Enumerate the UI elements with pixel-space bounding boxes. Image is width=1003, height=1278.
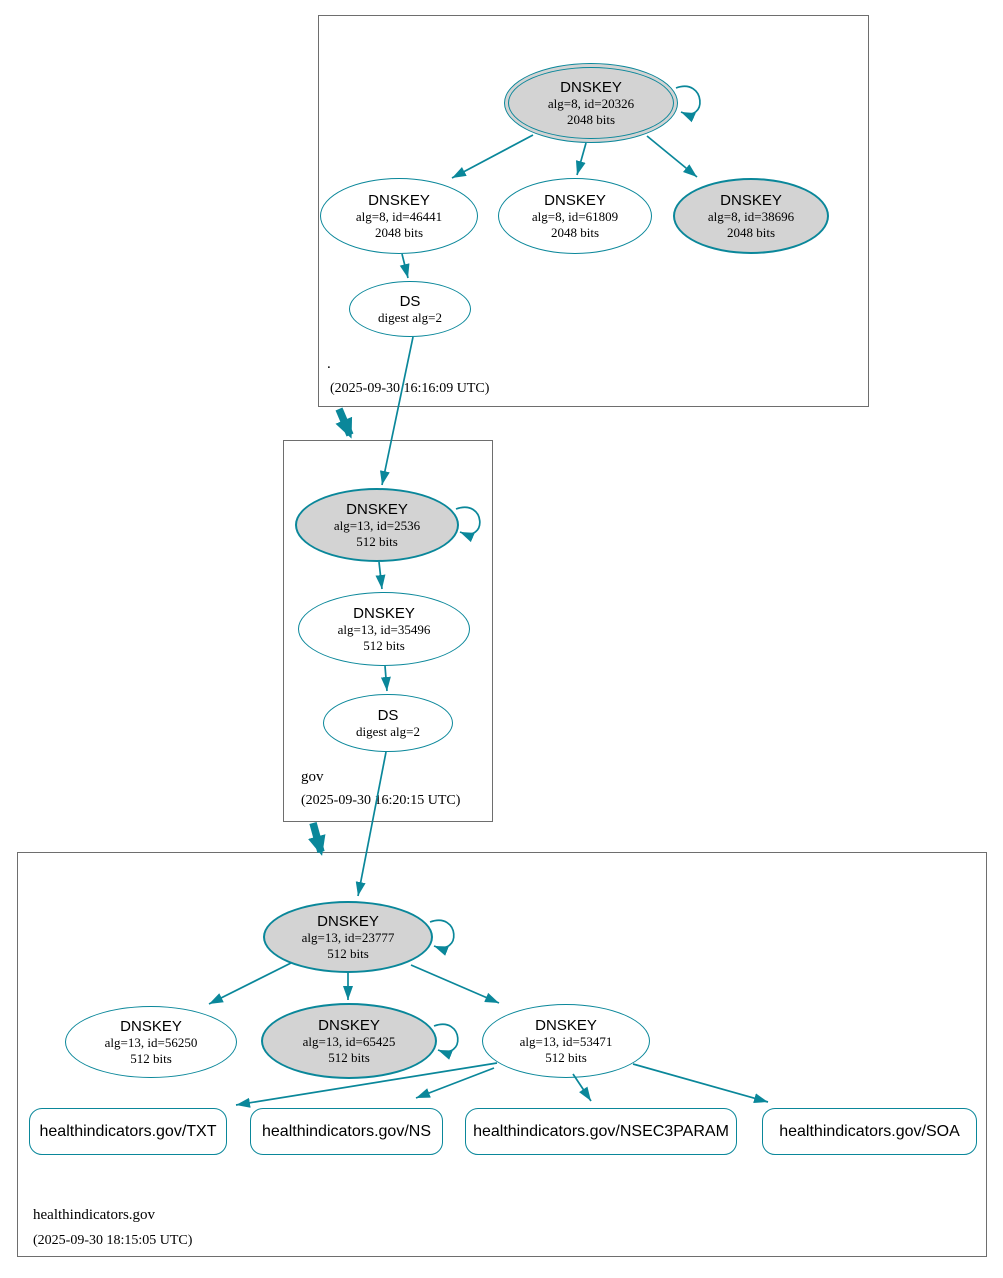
node-detail: alg=8, id=20326	[547, 95, 635, 111]
node-detail: alg=13, id=53471	[519, 1033, 613, 1049]
node-title: DNSKEY	[120, 1017, 182, 1035]
ds-node-gov: DS digest alg=2	[323, 694, 453, 752]
rrset-node-nsec3param: healthindicators.gov/NSEC3PARAM	[465, 1108, 737, 1155]
node-title: DNSKEY	[720, 191, 782, 209]
node-detail: alg=13, id=35496	[337, 621, 431, 637]
dnskey-node-root-38696: DNSKEY alg=8, id=38696 2048 bits	[673, 178, 829, 254]
dnskey-node-root-61809: DNSKEY alg=8, id=61809 2048 bits	[498, 178, 652, 254]
node-detail: 512 bits	[356, 533, 398, 549]
node-detail: 512 bits	[328, 1049, 370, 1065]
node-title: DNSKEY	[560, 78, 622, 96]
node-detail: 2048 bits	[726, 224, 776, 240]
dnskey-node-root-ksk-20326: DNSKEY alg=8, id=20326 2048 bits	[504, 63, 678, 143]
zone-box-root	[318, 15, 869, 407]
zone-timestamp-root: (2025-09-30 16:16:09 UTC)	[330, 381, 490, 396]
zone-timestamp-healthindicators: (2025-09-30 18:15:05 UTC)	[33, 1233, 193, 1248]
zone-delegation-arrow-root-gov	[335, 407, 354, 439]
dnskey-node-hi-53471: DNSKEY alg=13, id=53471 512 bits	[482, 1004, 650, 1078]
dnskey-node-gov-35496: DNSKEY alg=13, id=35496 512 bits	[298, 592, 470, 666]
node-detail: alg=8, id=61809	[531, 208, 619, 224]
node-detail: digest alg=2	[377, 309, 443, 325]
dnskey-node-hi-65425: DNSKEY alg=13, id=65425 512 bits	[261, 1003, 437, 1079]
zone-timestamp-gov: (2025-09-30 16:20:15 UTC)	[301, 793, 461, 808]
node-detail: alg=8, id=46441	[355, 208, 443, 224]
node-title: DNSKEY	[535, 1016, 597, 1034]
zone-label-gov: gov	[301, 769, 324, 785]
rrset-node-ns: healthindicators.gov/NS	[250, 1108, 443, 1155]
node-detail: alg=13, id=2536	[333, 517, 421, 533]
zone-label-healthindicators: healthindicators.gov	[33, 1207, 156, 1223]
node-detail: 2048 bits	[374, 224, 424, 240]
node-detail: alg=8, id=38696	[707, 208, 795, 224]
zone-delegation-arrow-gov-hi	[308, 822, 326, 856]
node-detail: alg=13, id=65425	[302, 1033, 396, 1049]
dnskey-node-hi-ksk-23777: DNSKEY alg=13, id=23777 512 bits	[263, 901, 433, 973]
node-title: DNSKEY	[318, 1016, 380, 1034]
node-title: DNSKEY	[317, 912, 379, 930]
zone-box-healthindicators	[17, 852, 987, 1257]
node-title: DNSKEY	[544, 191, 606, 209]
node-title: DNSKEY	[353, 604, 415, 622]
node-detail: 512 bits	[363, 637, 405, 653]
dnskey-node-hi-56250: DNSKEY alg=13, id=56250 512 bits	[65, 1006, 237, 1078]
node-detail: 2048 bits	[550, 224, 600, 240]
dnskey-node-root-46441: DNSKEY alg=8, id=46441 2048 bits	[320, 178, 478, 254]
node-detail: 512 bits	[130, 1050, 172, 1066]
node-detail: 512 bits	[545, 1049, 587, 1065]
dnskey-node-gov-ksk-2536: DNSKEY alg=13, id=2536 512 bits	[295, 488, 459, 562]
ds-node-root: DS digest alg=2	[349, 281, 471, 337]
node-detail: alg=13, id=23777	[301, 929, 395, 945]
node-title: DS	[399, 292, 421, 310]
node-title: DS	[377, 706, 399, 724]
rrset-node-txt: healthindicators.gov/TXT	[29, 1108, 227, 1155]
node-detail: alg=13, id=56250	[104, 1034, 198, 1050]
node-title: DNSKEY	[368, 191, 430, 209]
zone-label-root: .	[327, 356, 331, 372]
node-detail: digest alg=2	[355, 723, 421, 739]
rrset-node-soa: healthindicators.gov/SOA	[762, 1108, 977, 1155]
node-detail: 2048 bits	[566, 111, 616, 127]
node-title: DNSKEY	[346, 500, 408, 518]
node-detail: 512 bits	[327, 945, 369, 961]
